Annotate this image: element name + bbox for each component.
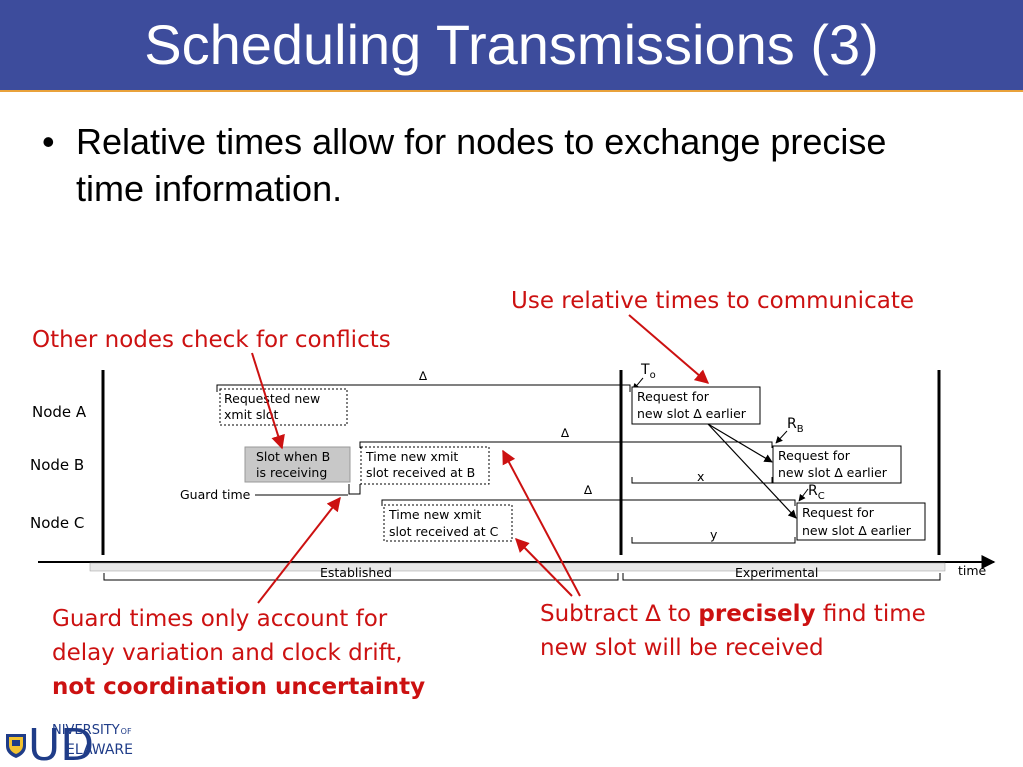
established-label: Established — [320, 565, 392, 580]
red-arrow-guard — [257, 496, 341, 604]
subtract-line-2: new slot will be received — [540, 635, 824, 661]
y-bracket — [631, 537, 796, 544]
logo-shield — [6, 734, 26, 758]
subtract-pre: Subtract ∆ to — [540, 601, 699, 627]
requested-slot-line2: xmit slot — [224, 407, 279, 422]
guard-time-label: Guard time — [180, 487, 251, 502]
logo-initials: UD — [28, 720, 94, 764]
time-at-c-line2: slot received at C — [389, 524, 499, 539]
annotation-relative-times: Use relative times to communicate — [511, 288, 914, 314]
time-at-b-line2: slot received at B — [366, 465, 475, 480]
bullet-dot: • — [42, 121, 55, 162]
x-bracket — [631, 477, 773, 484]
logo-delaware: ELAWARE — [66, 742, 133, 758]
request-c-line1: Request for — [802, 505, 875, 520]
delta-line-b — [359, 441, 773, 448]
to-label: To — [640, 362, 656, 381]
bullet-text: Relative times allow for nodes to exchan… — [76, 121, 887, 209]
y-label: y — [710, 527, 718, 542]
guard-time-bracket — [348, 484, 361, 495]
annotation-guard-times: Guard times only account for delay varia… — [52, 602, 425, 704]
delta-line-a — [216, 384, 631, 392]
node-c-label: Node C — [30, 514, 84, 532]
red-arrow-subtract-b — [502, 449, 581, 597]
time-at-b-line1: Time new xmit — [365, 449, 458, 464]
annotation-subtract: Subtract ∆ to precisely find time new sl… — [540, 597, 926, 665]
request-b-line1: Request for — [778, 448, 851, 463]
logo-university: NIVERSITYOF — [52, 723, 132, 738]
red-arrow-conflicts — [251, 352, 285, 450]
subtract-post: find time — [815, 601, 926, 627]
request-a-line2: new slot ∆ earlier — [637, 406, 747, 421]
arrow-a-to-c — [707, 423, 797, 519]
x-label: x — [697, 469, 704, 484]
delta-label-b: ∆ — [560, 426, 570, 440]
guard-line-2: delay variation and clock drift, — [52, 640, 403, 666]
time-at-b-box — [360, 446, 490, 485]
experimental-bracket — [622, 573, 941, 581]
slot-b-receiving-box — [244, 446, 351, 483]
red-arrow-subtract-c — [515, 538, 573, 597]
time-at-c-box — [383, 504, 513, 542]
slide-title: Scheduling Transmissions (3) — [144, 13, 879, 76]
rc-label: RC — [808, 483, 825, 502]
subtract-bold: precisely — [698, 601, 816, 627]
time-at-c-line1: Time new xmit — [388, 507, 481, 522]
annotation-check-conflicts: Other nodes check for conflicts — [32, 327, 391, 353]
rb-label: RB — [787, 416, 804, 435]
request-box-a — [631, 386, 761, 425]
established-bracket — [103, 573, 619, 581]
request-box-b — [772, 445, 902, 484]
title-bar — [0, 0, 1023, 92]
delta-label-a: ∆ — [418, 369, 428, 383]
guard-line-1: Guard times only account for — [52, 606, 388, 632]
subtract-line-1: Subtract ∆ to precisely find time — [540, 597, 926, 631]
request-a-line1: Request for — [637, 389, 710, 404]
delta-line-c — [381, 499, 796, 506]
time-label: time — [958, 563, 987, 578]
delta-label-c: ∆ — [583, 483, 593, 497]
arrow-a-to-b — [707, 423, 773, 463]
request-box-c — [796, 502, 926, 541]
axis-band — [89, 562, 946, 572]
university-logo: UD NIVERSITYOF ELAWARE — [6, 720, 133, 764]
node-a-label: Node A — [32, 403, 87, 421]
experimental-label: Experimental — [735, 565, 818, 580]
slot-b-line2: is receiving — [256, 465, 327, 480]
rc-arrow — [798, 488, 809, 502]
request-b-line2: new slot ∆ earlier — [778, 465, 888, 480]
rb-arrow — [775, 430, 788, 444]
requested-slot-box — [219, 388, 348, 426]
slot-b-line1: Slot when B — [256, 449, 330, 464]
request-c-line2: new slot ∆ earlier — [802, 523, 912, 538]
requested-slot-line1: Requested new — [224, 391, 320, 406]
red-arrow-relative — [628, 314, 710, 384]
node-b-label: Node B — [30, 456, 84, 474]
guard-line-3: not coordination uncertainty — [52, 674, 426, 700]
